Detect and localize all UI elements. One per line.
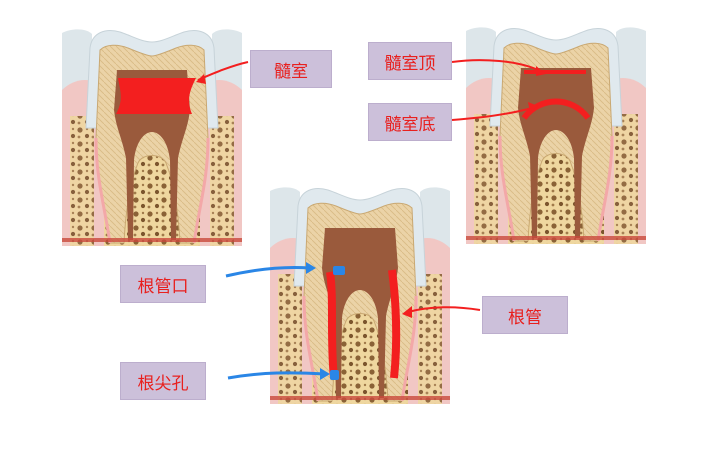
pulp-floor-highlight: [521, 98, 591, 120]
pulp-chamber-arrow: [197, 61, 249, 81]
canal-orifice-arrow: [225, 265, 311, 278]
label-pulp-roof: 髓室顶: [368, 42, 452, 80]
pulp-chamber-highlight: [116, 78, 196, 114]
pulp-roof-arrow: [451, 59, 543, 73]
label-pulp-chamber: 髓室: [250, 50, 332, 88]
root-canal-left-highlight: [326, 271, 338, 379]
apical-foramen-arrow: [227, 371, 325, 380]
label-canal-orifice: 根管口: [120, 265, 206, 303]
pulp-floor-arrow: [451, 107, 533, 121]
label-pulp-floor: 髓室底: [368, 103, 452, 141]
root-canal-right-highlight: [388, 269, 401, 379]
label-apical-foramen: 根尖孔: [120, 362, 206, 400]
canal-orifice-mark: [333, 266, 345, 275]
root-canal-arrow: [407, 306, 481, 313]
label-root-canal: 根管: [482, 296, 568, 334]
apical-foramen-mark: [330, 370, 339, 380]
